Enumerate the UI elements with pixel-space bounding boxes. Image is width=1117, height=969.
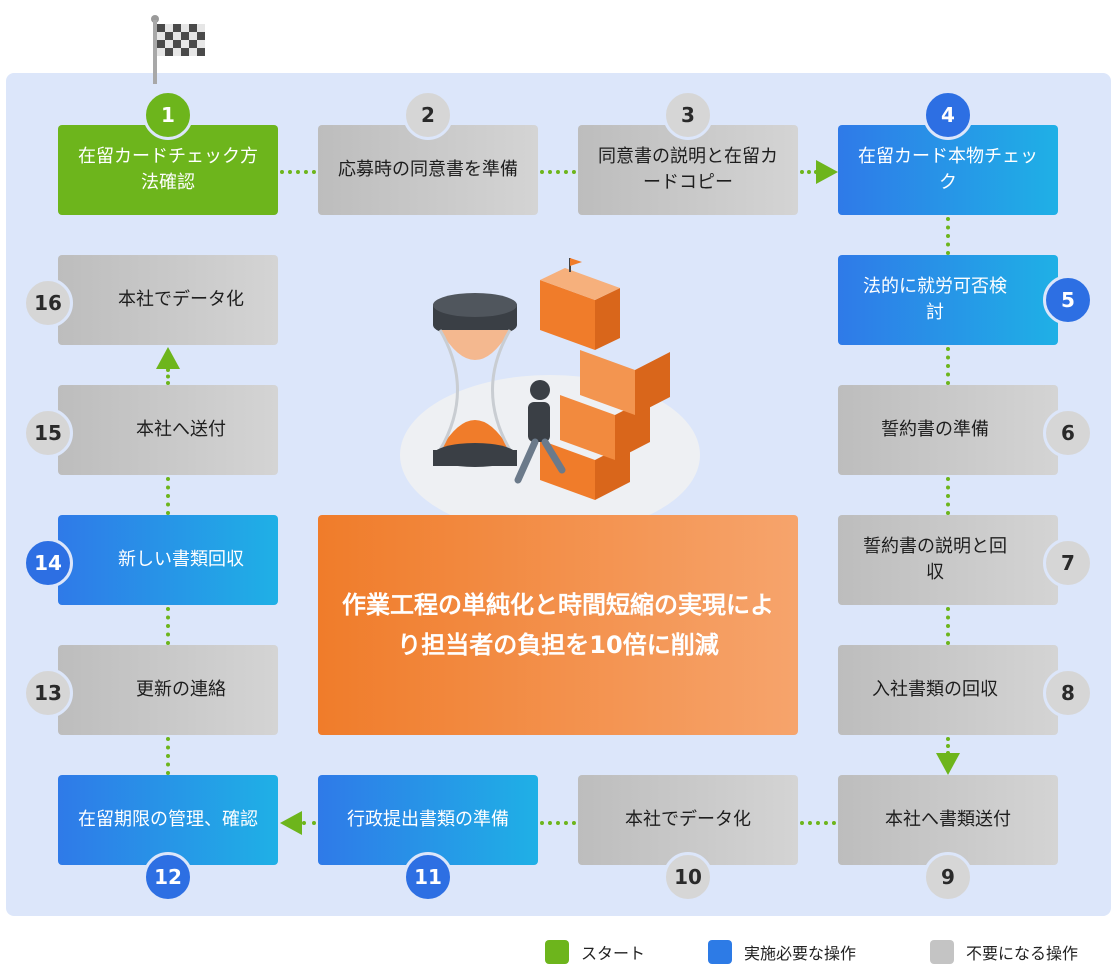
step-6-label: 誓約書の準備 bbox=[881, 419, 989, 440]
connector-8-9 bbox=[946, 737, 950, 755]
connector-15-16 bbox=[166, 368, 170, 385]
step-14-box: 新しい書類回収 bbox=[58, 515, 278, 605]
step-9-box: 本社へ書類送付 bbox=[838, 775, 1058, 865]
step-12-number-badge: 12 bbox=[143, 852, 193, 902]
step-4-label: 在留カード本物チェック bbox=[858, 146, 1038, 193]
step-6-number-badge: 6 bbox=[1043, 408, 1093, 458]
legend-unneeded: 不要になる操作 bbox=[930, 940, 1078, 964]
arrow-to-step-4 bbox=[816, 160, 838, 184]
summary-message: 作業工程の単純化と時間短縮の実現により担当者の負担を10倍に削減 bbox=[318, 515, 798, 735]
step-11-number-badge: 11 bbox=[403, 852, 453, 902]
step-15-box: 本社へ送付 bbox=[58, 385, 278, 475]
connector-14-15 bbox=[166, 477, 170, 515]
step-8-box: 入社書類の回収 bbox=[838, 645, 1058, 735]
step-7-box: 誓約書の説明と回収 bbox=[838, 515, 1058, 605]
step-9-number-badge: 9 bbox=[923, 852, 973, 902]
legend-start-swatch bbox=[545, 940, 569, 964]
step-4-box: 在留カード本物チェック bbox=[838, 125, 1058, 215]
arrow-to-step-9 bbox=[936, 753, 960, 775]
connector-2-3 bbox=[540, 170, 576, 174]
connector-6-7 bbox=[946, 477, 950, 515]
step-5-label: 法的に就労可否検討 bbox=[863, 276, 1007, 323]
step-10-number-badge: 10 bbox=[663, 852, 713, 902]
step-15-number-badge: 15 bbox=[23, 408, 73, 458]
step-4-number-badge: 4 bbox=[923, 90, 973, 140]
step-5-number-badge: 5 bbox=[1043, 275, 1093, 325]
step-3-number-badge: 3 bbox=[663, 90, 713, 140]
connector-7-8 bbox=[946, 607, 950, 645]
step-11-label: 行政提出書類の準備 bbox=[347, 809, 509, 830]
step-8-number-badge: 8 bbox=[1043, 668, 1093, 718]
step-7-number-badge: 7 bbox=[1043, 538, 1093, 588]
summary-text: 作業工程の単純化と時間短縮の実現により担当者の負担を10倍に削減 bbox=[342, 591, 774, 659]
step-12-label: 在留期限の管理、確認 bbox=[78, 809, 258, 830]
arrow-to-step-16 bbox=[156, 347, 180, 369]
step-3-label: 同意書の説明と在留カードコピー bbox=[598, 146, 778, 193]
step-11-box: 行政提出書類の準備 bbox=[318, 775, 538, 865]
step-3-box: 同意書の説明と在留カードコピー bbox=[578, 125, 798, 215]
step-16-box: 本社でデータ化 bbox=[58, 255, 278, 345]
step-13-label: 更新の連絡 bbox=[136, 679, 226, 700]
step-7-label: 誓約書の説明と回収 bbox=[863, 536, 1007, 583]
step-10-box: 本社でデータ化 bbox=[578, 775, 798, 865]
connector-10-11 bbox=[540, 821, 576, 825]
step-2-number-badge: 2 bbox=[403, 90, 453, 140]
step-10-label: 本社でデータ化 bbox=[625, 809, 751, 830]
step-6-box: 誓約書の準備 bbox=[838, 385, 1058, 475]
connector-11-12 bbox=[302, 821, 316, 825]
legend-start-label: スタート bbox=[581, 944, 646, 963]
checkered-flag-icon bbox=[151, 15, 205, 84]
step-1-number-badge: 1 bbox=[143, 90, 193, 140]
step-9-label: 本社へ書類送付 bbox=[885, 809, 1011, 830]
connector-3-4 bbox=[800, 170, 818, 174]
connector-9-10 bbox=[800, 821, 836, 825]
arrow-to-step-12 bbox=[280, 811, 302, 835]
connector-1-2 bbox=[280, 170, 316, 174]
connector-5-6 bbox=[946, 347, 950, 385]
legend-unneeded-label: 不要になる操作 bbox=[966, 944, 1079, 963]
legend-required: 実施必要な操作 bbox=[708, 940, 856, 964]
legend-start: スタート bbox=[545, 940, 645, 964]
connector-12-13 bbox=[166, 737, 170, 775]
step-13-number-badge: 13 bbox=[23, 668, 73, 718]
connector-4-5 bbox=[946, 217, 950, 255]
legend-required-label: 実施必要な操作 bbox=[744, 944, 857, 963]
step-5-box: 法的に就労可否検討 bbox=[838, 255, 1058, 345]
step-1-label: 在留カードチェック方法確認 bbox=[78, 146, 258, 193]
legend-required-swatch bbox=[708, 940, 732, 964]
step-15-label: 本社へ送付 bbox=[136, 419, 226, 440]
step-16-label: 本社でデータ化 bbox=[118, 289, 244, 310]
step-8-label: 入社書類の回収 bbox=[872, 679, 998, 700]
step-12-box: 在留期限の管理、確認 bbox=[58, 775, 278, 865]
step-16-number-badge: 16 bbox=[23, 278, 73, 328]
hourglass-stairs-illustration bbox=[400, 258, 700, 535]
step-1-box: 在留カードチェック方法確認 bbox=[58, 125, 278, 215]
step-14-label: 新しい書類回収 bbox=[118, 549, 244, 570]
step-2-label: 応募時の同意書を準備 bbox=[338, 159, 518, 180]
legend-unneeded-swatch bbox=[930, 940, 954, 964]
connector-13-14 bbox=[166, 607, 170, 645]
step-14-number-badge: 14 bbox=[23, 538, 73, 588]
step-13-box: 更新の連絡 bbox=[58, 645, 278, 735]
step-2-box: 応募時の同意書を準備 bbox=[318, 125, 538, 215]
